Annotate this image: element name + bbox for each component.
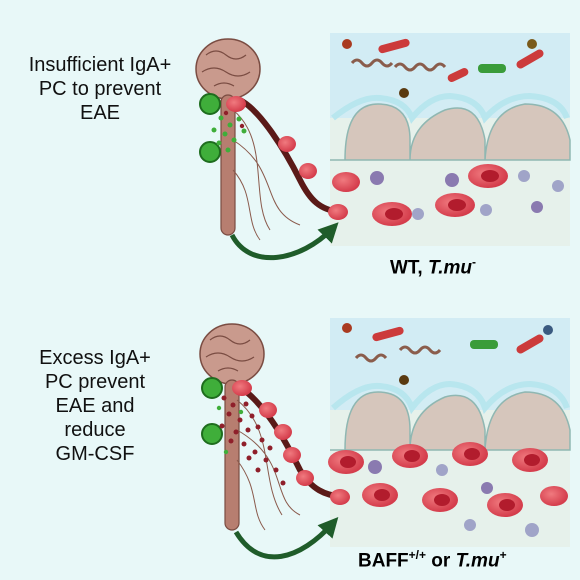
- bacteria-icon: [342, 38, 544, 98]
- mucus-layer: [331, 92, 570, 124]
- panel-bottom: [199, 318, 571, 560]
- label-microbe-status: +: [499, 548, 507, 562]
- spinal-cord-icon: [220, 94, 236, 236]
- panel-top: [195, 33, 571, 261]
- gut-section-bottom: [328, 318, 571, 547]
- brain-icon: [195, 38, 261, 100]
- label-microbe: T.mu: [428, 257, 472, 279]
- group-label-top: WT, T.mu-: [390, 255, 476, 279]
- plasma-cell-icon: [226, 96, 246, 112]
- cns-top: [195, 38, 348, 261]
- gut-section-top: [330, 33, 571, 246]
- cns-bottom: [199, 323, 350, 560]
- spinal-cord-icon: [224, 379, 240, 531]
- label-genotype: BAFF: [358, 550, 409, 572]
- label-microbe: T.mu: [455, 550, 500, 572]
- curved-arrow-icon: [233, 517, 339, 560]
- intestinal-villi-icon: [330, 391, 571, 451]
- iga-dots-bottom: [219, 395, 286, 486]
- caption-line: PC to prevent: [38, 78, 162, 100]
- lamina-cells: [328, 442, 568, 537]
- label-genotype-sup: +/+: [408, 548, 427, 562]
- caption-bottom: Excess IgA+ PC prevent EAE and reduce GM…: [10, 346, 180, 466]
- caption-line: reduce: [64, 419, 126, 441]
- mucus-layer: [331, 380, 570, 415]
- caption-line: EAE and: [55, 395, 135, 417]
- caption-line: EAE: [79, 102, 121, 124]
- caption-line: PC prevent: [44, 371, 146, 393]
- label-genotype: WT,: [390, 257, 428, 279]
- caption-line: GM-CSF: [55, 443, 135, 465]
- blood-vessel: [242, 387, 343, 500]
- caption-line: Excess IgA+: [39, 347, 151, 369]
- curved-arrow-icon: [229, 222, 339, 261]
- brain-icon: [199, 323, 265, 385]
- bacteria-icon: [342, 323, 553, 385]
- caption-top: Insufficient IgA+ PC to prevent EAE: [10, 53, 190, 125]
- label-microbe-status: -: [471, 255, 476, 269]
- caption-line: Insufficient IgA+: [28, 54, 172, 76]
- group-label-bottom: BAFF+/+ or T.mu+: [358, 548, 507, 572]
- lamina-cells: [332, 164, 564, 226]
- intestinal-villi-icon: [330, 103, 571, 161]
- iga-dots-top: [211, 115, 247, 153]
- label-connector: or: [426, 550, 456, 572]
- plasma-cell-icon: [232, 380, 252, 396]
- blood-vessel: [238, 97, 341, 215]
